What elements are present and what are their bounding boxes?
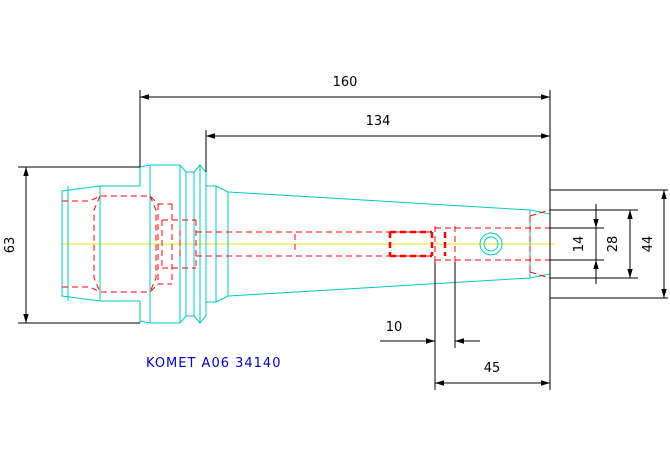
- dimension-hub-diameter: 28: [550, 209, 638, 279]
- dim-14-text: 14: [572, 236, 587, 253]
- dimension-bore-depth: 45: [435, 361, 550, 386]
- dimension-bore-diameter: 14: [550, 204, 604, 284]
- dim-160-text: 160: [333, 75, 358, 90]
- dimension-nose-diameter: 44: [550, 189, 668, 299]
- dim-63-text: 63: [3, 237, 18, 254]
- dimension-taper-length: 134: [205, 114, 550, 172]
- dim-44-text: 44: [641, 236, 656, 253]
- dim-10-text: 10: [386, 320, 403, 335]
- dimension-overall-length: 160: [139, 75, 551, 390]
- dimension-set-screw-width: 10: [380, 262, 480, 390]
- hidden-lines: [62, 195, 551, 293]
- dim-134-text: 134: [366, 114, 391, 129]
- dim-28-text: 28: [606, 236, 621, 253]
- part-number-label: KOMET A06 34140: [146, 356, 281, 371]
- dim-45-text: 45: [484, 361, 501, 376]
- dimension-flange-diameter: 63: [3, 166, 140, 324]
